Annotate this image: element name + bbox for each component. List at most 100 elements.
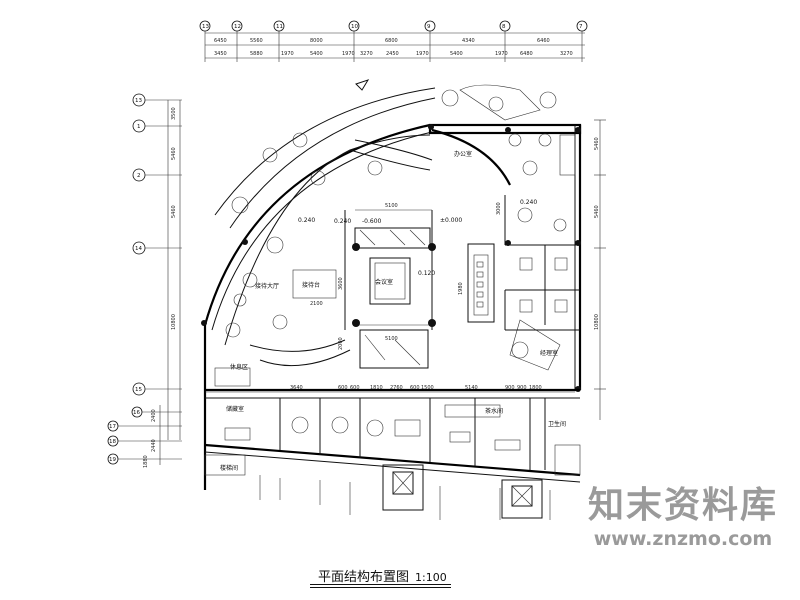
top-dim: 1970 (495, 51, 508, 57)
bottom-dim: 600 (338, 385, 348, 391)
watermark-url: www.znzmo.com (593, 528, 773, 550)
curved-facade (203, 87, 511, 367)
left-axis-label: 14 (135, 246, 142, 252)
watermark-title: 知末资料库 (587, 485, 778, 526)
inner-dim: 3600 (338, 277, 344, 290)
top-dim: 1970 (416, 51, 429, 57)
room-storage-label: 储藏室 (226, 405, 244, 413)
bottom-dim: 900 (505, 385, 515, 391)
room-tea-label: 茶水间 (485, 407, 503, 415)
right-dim: 5460 (594, 137, 600, 150)
left-axis-label: 2 (137, 173, 141, 179)
left-dim: 2440 (151, 439, 157, 452)
top-axis-label: 8 (502, 24, 506, 30)
room-reception-label: 接待台 (302, 281, 320, 289)
left-axis-label-lower: 18 (109, 439, 116, 445)
left-axis-label: 15 (135, 387, 142, 393)
room-stair-label: 楼梯间 (220, 464, 238, 472)
left-axis-label: 1 (137, 124, 141, 130)
elevation-mark: -0.600 (362, 218, 382, 225)
top-axis-label: 7 (579, 24, 583, 30)
watermark: 知末资料库 www.znzmo.com (588, 476, 778, 550)
left-axis-label-lower: 16 (133, 410, 140, 416)
bottom-dim: 2760 (390, 385, 403, 391)
inner-dim: 3000 (496, 202, 502, 215)
top-dim: 8000 (310, 38, 323, 44)
inner-dim: 1980 (458, 282, 464, 295)
room-labels: 接待大厅 接待台 会议室 办公室 经理室 储藏室 卫生间 茶水间 休息区 楼梯间 (220, 150, 566, 472)
elevation-mark: 0.120 (418, 270, 435, 277)
top-dim: 3270 (560, 51, 573, 57)
left-dim: 5460 (171, 205, 177, 218)
top-dim: 6460 (537, 38, 550, 44)
elevation-mark: 0.240 (298, 217, 315, 224)
left-axis-label-lower: 19 (109, 457, 116, 463)
inner-dim: 5100 (385, 336, 398, 342)
right-dim: 10800 (594, 314, 600, 330)
top-dim: 4340 (462, 38, 475, 44)
left-dim: 3500 (171, 107, 177, 120)
inner-dim: 2000 (338, 337, 344, 350)
bottom-dim: 600 (410, 385, 420, 391)
elevation-marks: 0.240 -0.600 ±0.000 0.120 0.240 0.240 (298, 199, 537, 277)
drawing-title-block: 平面结构布置图 1:100 (310, 566, 451, 588)
top-axis-label: 10 (351, 24, 358, 30)
central-features (292, 209, 433, 369)
elevation-mark: 0.240 (520, 199, 537, 206)
top-axis-label: 9 (427, 24, 431, 30)
top-dim: 1970 (281, 51, 294, 57)
bottom-dim: 600 (350, 385, 360, 391)
room-meeting-label: 会议室 (375, 278, 393, 286)
top-dim: 1970 (342, 51, 355, 57)
bottom-dim: 5140 (465, 385, 478, 391)
drawing-scale: 1:100 (415, 571, 447, 584)
bottom-dimensions: 3640 600 600 1810 2760 600 1500 5140 900… (205, 385, 575, 393)
left-dim: 2400 (151, 409, 157, 422)
left-axis-label: 13 (135, 98, 142, 104)
bottom-dim: 3640 (290, 385, 303, 391)
right-dim: 5460 (594, 205, 600, 218)
top-dim: 6450 (214, 38, 227, 44)
top-dim: 5400 (310, 51, 323, 57)
top-axis-bubbles: 13 12 11 10 9 8 7 6450 5560 8000 6800 43… (199, 20, 588, 62)
bottom-dim: 1500 (421, 385, 434, 391)
top-dim: 6800 (385, 38, 398, 44)
title-underline (310, 587, 451, 588)
inner-dim: 5100 (385, 203, 398, 209)
top-dim: 5400 (450, 51, 463, 57)
structural-columns (201, 124, 581, 392)
landscape (225, 84, 561, 371)
left-axis-label-lower: 17 (109, 424, 116, 430)
drawing-title: 平面结构布置图 (318, 570, 410, 585)
left-dim: 5460 (171, 147, 177, 160)
left-axis-bubbles: 13 1 2 14 15 3500 5460 5460 10800 16 17 … (107, 93, 182, 468)
bottom-dim: 1800 (529, 385, 542, 391)
top-axis-label: 11 (276, 24, 283, 30)
top-dim: 5880 (250, 51, 263, 57)
elevation-mark: ±0.000 (440, 217, 462, 224)
inner-dim: 2100 (310, 301, 323, 307)
left-dim: 1880 (143, 455, 149, 468)
elevation-mark: 0.240 (334, 218, 351, 225)
top-dim: 5560 (250, 38, 263, 44)
lower-rooms (203, 133, 581, 520)
room-dining-label: 休息区 (230, 363, 248, 371)
room-lobby-label: 接待大厅 (255, 282, 279, 290)
room-office-b-label: 经理室 (540, 349, 558, 357)
top-axis-label: 12 (234, 24, 241, 30)
top-dim: 6480 (520, 51, 533, 57)
bottom-dim: 1810 (370, 385, 383, 391)
bottom-dim: 900 (517, 385, 527, 391)
top-dim: 3450 (214, 51, 227, 57)
title-underline (310, 584, 451, 585)
right-dimensions: 5460 5460 10800 (594, 119, 606, 420)
left-dim: 10800 (171, 314, 177, 330)
top-dim: 2450 (386, 51, 399, 57)
room-toilet-label: 卫生间 (548, 420, 566, 428)
room-office-a-label: 办公室 (454, 150, 472, 158)
inner-dimensions: 5100 5100 2100 3600 1980 3000 2000 (310, 202, 502, 350)
north-arrow-icon (355, 79, 370, 91)
top-axis-label: 13 (202, 24, 209, 30)
top-dim: 3270 (360, 51, 373, 57)
